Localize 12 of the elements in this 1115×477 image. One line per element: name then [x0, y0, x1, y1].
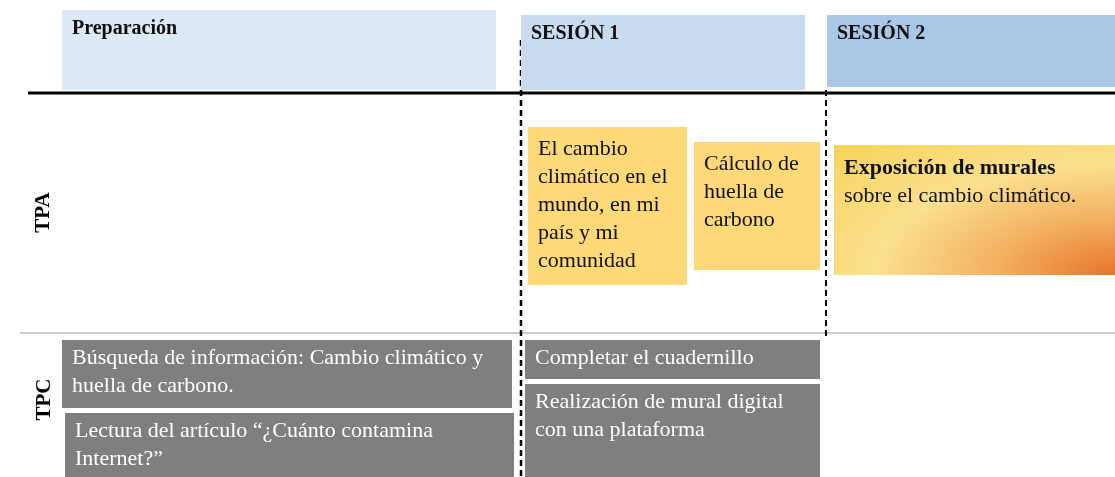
task-box: Completar el cuadernillo: [525, 340, 820, 379]
row-label: TPC: [30, 378, 56, 421]
column-header: SESIÓN 1: [521, 15, 805, 90]
activity-box: Exposición de murales sobre el cambio climático.: [834, 145, 1115, 275]
column-header: SESIÓN 2: [827, 15, 1115, 87]
task-box: Lectura del artículo “¿Cuánto contamina Internet?”: [65, 413, 514, 477]
activity-box: El cambio climático en el mundo, en mi país y mi comunidad: [528, 127, 687, 285]
column-header: Preparación: [62, 10, 496, 90]
task-box: Búsqueda de información: Cambio climático y huella de carbono.: [62, 340, 512, 408]
row-label: TPA: [29, 192, 55, 233]
task-box: Realización de mural digital con una plataforma: [525, 384, 820, 477]
activity-box: Cálculo de huella de carbono: [694, 142, 820, 270]
